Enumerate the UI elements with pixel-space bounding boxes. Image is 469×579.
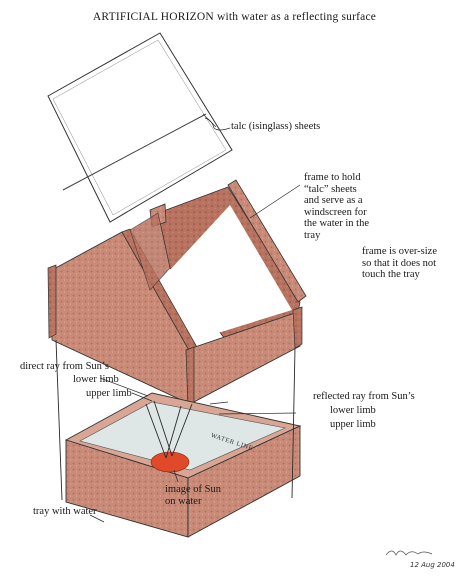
leader-lines (89, 117, 301, 523)
talc-sheet (47, 32, 233, 223)
label-tray-with-water: tray with water (33, 506, 97, 517)
label-frame-hold: frame to hold “talc” sheets and serve as… (304, 172, 370, 241)
label-lower-limb-right: lower limb (330, 405, 376, 416)
frame (47, 179, 307, 409)
label-upper-limb-right: upper limb (330, 419, 376, 430)
diagram-title: ARTIFICIAL HORIZON with water as a refle… (92, 11, 377, 23)
label-image-of-sun: image of Sun on water (165, 484, 221, 507)
label-upper-limb-left: upper limb (86, 388, 132, 399)
signature-scribble (385, 550, 433, 556)
label-talc-sheets: talc (isinglass) sheets (231, 121, 321, 132)
label-lower-limb-left: lower limb (73, 374, 119, 385)
label-reflected-ray: reflected ray from Sun’s (313, 391, 415, 402)
signature-date: 12 Aug 2004 (410, 561, 455, 569)
tray (64, 392, 302, 538)
sun-rays (55, 339, 296, 501)
label-frame-oversize: frame is over-size so that it does not t… (362, 246, 438, 280)
label-direct-ray: direct ray from Sun’s (20, 361, 109, 372)
